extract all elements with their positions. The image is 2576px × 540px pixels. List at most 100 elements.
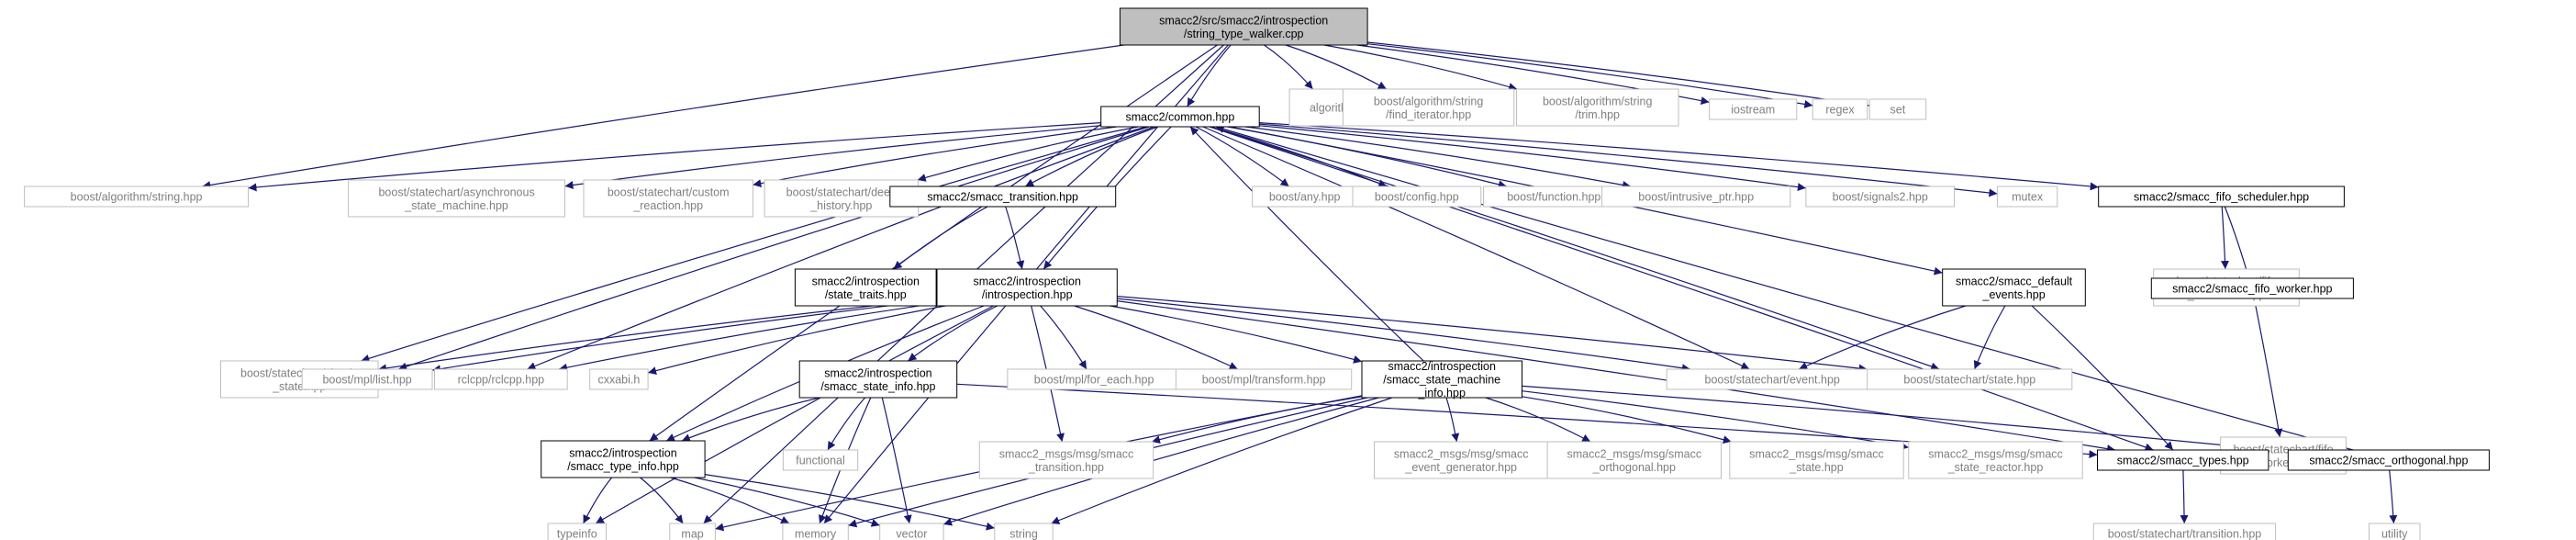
node-box: [2092, 523, 2277, 540]
node-box: [1868, 98, 1927, 120]
node-box: [1942, 268, 2086, 307]
node-label-line: /introspection.hpp: [982, 288, 1073, 301]
node-state_info[interactable]: smacc2/introspection/smacc_state_info.hp…: [798, 360, 958, 399]
node-label-line: /smacc_type_info.hpp: [567, 460, 679, 473]
edge-sm_info-to-msg_orthogonal: [1485, 397, 1591, 443]
node-label-line: _orthogonal.hpp: [1592, 461, 1676, 474]
edge-fifo_scheduler-to-sc_fifo_scheduler: [2220, 206, 2229, 270]
node-typeinfo: typeinfo: [547, 523, 607, 540]
node-any: boost/any.hpp: [1252, 186, 1358, 208]
node-label-line: boost/algorithm/string: [1374, 95, 1484, 107]
node-string_hpp: boost/algorithm/string.hpp: [24, 186, 249, 208]
node-default_events[interactable]: smacc2/smacc_default_events.hpp: [1942, 268, 2086, 307]
node-box: [24, 186, 249, 208]
node-box: [348, 179, 565, 218]
node-cxxabi: cxxabi.h: [589, 368, 649, 390]
node-box: [2097, 449, 2269, 471]
node-label-line: boost/statechart/deep: [786, 186, 897, 198]
node-config: boost/config.hpp: [1352, 186, 1482, 208]
edge-common-to-intrusive_ptr: [1244, 126, 1632, 189]
node-msg_state_reactor: smacc2_msgs/msg/smacc_state_reactor.hpp: [1908, 441, 2083, 479]
edge-introspection-to-mpl_list: [431, 299, 938, 374]
node-label-line: boost/function.hpp: [1507, 191, 1600, 204]
node-sm_info[interactable]: smacc2/introspection/smacc_state_machine…: [1361, 360, 1522, 399]
node-fifo_scheduler[interactable]: smacc2/smacc_fifo_scheduler.hpp: [2098, 186, 2345, 208]
node-box: [1546, 441, 1722, 479]
node-box: [879, 523, 944, 540]
node-box: [2098, 186, 2345, 208]
node-msg_state: smacc2_msgs/msg/smacc_state.hpp: [1729, 441, 1904, 479]
node-vector: vector: [879, 523, 944, 540]
node-state_traits[interactable]: smacc2/introspection/state_traits.hpp: [794, 268, 937, 307]
edge-state_info-to-functional: [827, 397, 866, 451]
node-fifo_worker[interactable]: smacc2/smacc_fifo_worker.hpp: [2150, 277, 2354, 299]
node-label-line: boost/algorithm/string.hpp: [71, 191, 203, 204]
node-root[interactable]: smacc2/src/smacc2/introspection/string_t…: [1119, 7, 1368, 46]
node-label-line: _reaction.hpp: [632, 199, 703, 212]
node-label-line: /string_type_walker.cpp: [1184, 28, 1304, 40]
node-smacc_types[interactable]: smacc2/smacc_types.hpp: [2097, 449, 2269, 471]
node-box: [1908, 441, 2083, 479]
node-smacc_transition[interactable]: smacc2/smacc_transition.hpp: [889, 186, 1117, 208]
node-box: [1100, 106, 1260, 128]
node-label-line: smacc2/introspection: [824, 366, 931, 379]
edge-root-to-find_iterator: [1285, 44, 1388, 90]
node-label-line: smacc2/smacc_orthogonal.hpp: [2309, 455, 2468, 467]
edge-state_info-to-type_info: [681, 397, 820, 442]
node-introspection[interactable]: smacc2/introspection/introspection.hpp: [936, 268, 1118, 307]
node-box: [782, 523, 849, 540]
node-label-line: functional: [796, 455, 845, 467]
node-box: [794, 268, 937, 307]
edge-state_info-to-vector: [881, 397, 912, 524]
node-label-line: regex: [1825, 104, 1855, 117]
edge-common-to-string_hpp: [248, 122, 1101, 192]
edge-common-to-async_sm: [564, 125, 1101, 189]
node-label-line: smacc2/src/smacc2/introspection: [1159, 14, 1328, 27]
edge-smacc_orthogonal-to-utility: [2389, 469, 2398, 524]
node-type_info[interactable]: smacc2/introspection/smacc_type_info.hpp: [541, 440, 706, 478]
node-mpl_list: boost/mpl/list.hpp: [301, 368, 433, 390]
node-string: string: [994, 523, 1054, 540]
edge-default_events-to-smacc_types: [2031, 305, 2174, 451]
node-label-line: boost/statechart/custom: [608, 186, 730, 198]
node-box: [547, 523, 607, 540]
edge-introspection-to-for_each: [1040, 305, 1087, 370]
node-label-line: smacc2/smacc_fifo_worker.hpp: [2172, 283, 2332, 296]
edge-common-to-any: [1195, 126, 1289, 187]
node-label-line: smacc2_msgs/msg/smacc: [1567, 447, 1702, 460]
node-box: [583, 179, 753, 218]
node-label-line: /state_traits.hpp: [825, 288, 907, 301]
node-box: [669, 523, 716, 540]
node-label-line: smacc2_msgs/msg/smacc: [1928, 447, 2063, 460]
edge-type_info-to-vector: [694, 477, 880, 527]
node-box: [1352, 186, 1482, 208]
node-box: [798, 360, 958, 399]
edge-common-to-deep_history: [917, 126, 1139, 182]
node-label-line: smacc2/introspection: [569, 446, 676, 459]
edge-smacc_orthogonal-to-common: [1215, 125, 2354, 451]
edge-introspection-to-rclcpp: [558, 302, 938, 372]
node-transform: boost/mpl/transform.hpp: [1175, 368, 1353, 390]
node-box: [1516, 88, 1679, 127]
node-box: [2287, 449, 2490, 471]
edge-common-to-smacc_transition: [1024, 126, 1158, 187]
edge-common-to-custom_reaction: [753, 126, 1118, 188]
node-label-line: /smacc_state_machine: [1383, 374, 1500, 387]
edge-common-to-mutex: [1259, 123, 1998, 197]
node-intrusive_ptr: boost/intrusive_ptr.hpp: [1601, 186, 1791, 208]
node-box: [2369, 523, 2421, 540]
node-sc_transition: boost/statechart/transition.hpp: [2092, 523, 2277, 540]
node-smacc_orthogonal[interactable]: smacc2/smacc_orthogonal.hpp: [2287, 449, 2490, 471]
node-label-line: smacc2_msgs/msg/smacc: [999, 447, 1134, 460]
edge-introspection-to-sc_state: [1117, 296, 1868, 373]
node-box: [1119, 7, 1368, 46]
node-label-line: boost/statechart/event.hpp: [1705, 374, 1840, 387]
edge-default_events-to-sc_event: [1798, 305, 1967, 370]
node-label-line: _history.hpp: [809, 199, 872, 212]
node-label-line: iostream: [1731, 104, 1775, 117]
node-box: [434, 368, 568, 390]
edge-type_info-to-string: [705, 474, 995, 531]
node-common[interactable]: smacc2/common.hpp: [1100, 106, 1260, 128]
edge-sm_info-to-smacc_orthogonal: [1522, 385, 2289, 456]
